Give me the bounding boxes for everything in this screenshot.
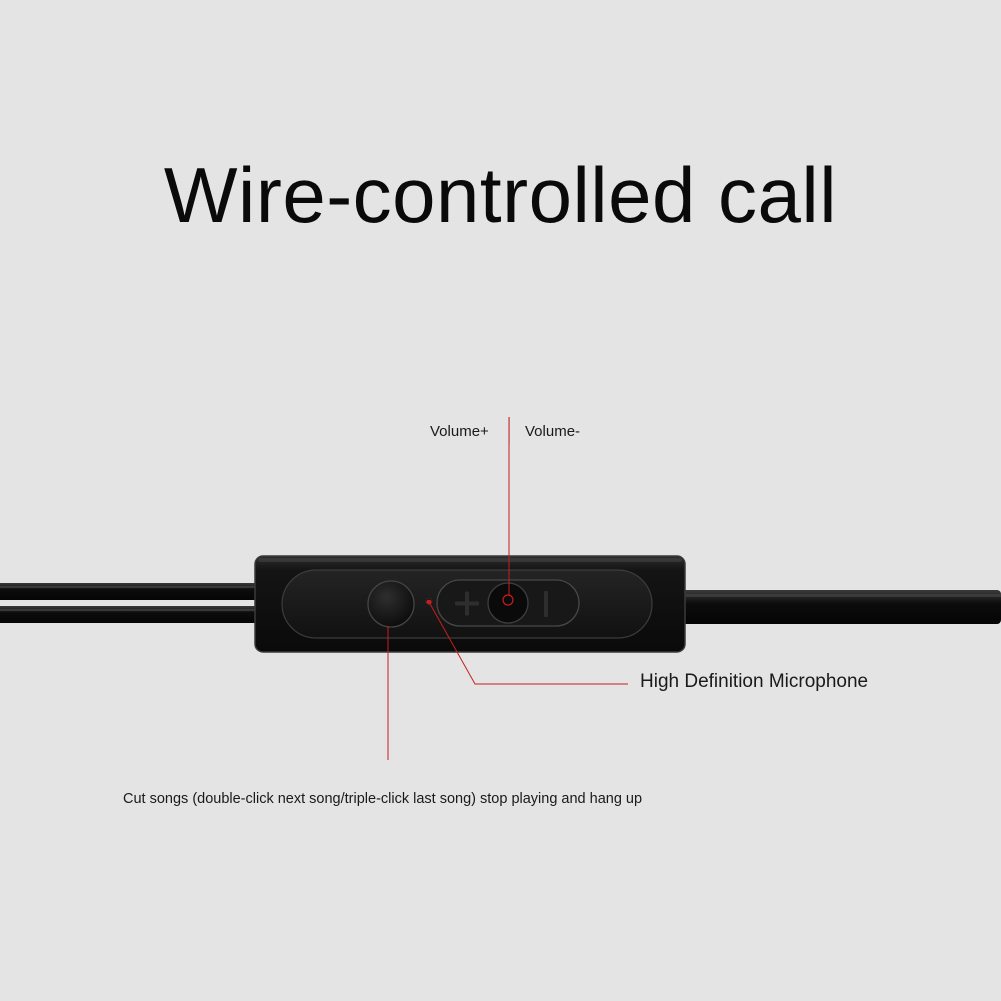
volume-plus-label: Volume+	[430, 423, 489, 440]
cable-left	[0, 583, 262, 623]
microphone-leader-line	[428, 601, 628, 685]
microphone-marker-dot	[426, 599, 432, 605]
center-button	[487, 582, 529, 624]
leader-lines	[387, 417, 628, 760]
microphone-label: High Definition Microphone	[640, 671, 869, 692]
multi-function-button	[367, 580, 415, 628]
page-title: Wire-controlled call	[163, 151, 838, 239]
volume-minus-label: Volume-	[525, 423, 581, 440]
minus-icon	[544, 591, 548, 617]
multi-function-label: Cut songs (double-click next song/triple…	[123, 791, 643, 807]
cable-right	[680, 590, 1001, 624]
plus-icon	[455, 591, 479, 616]
